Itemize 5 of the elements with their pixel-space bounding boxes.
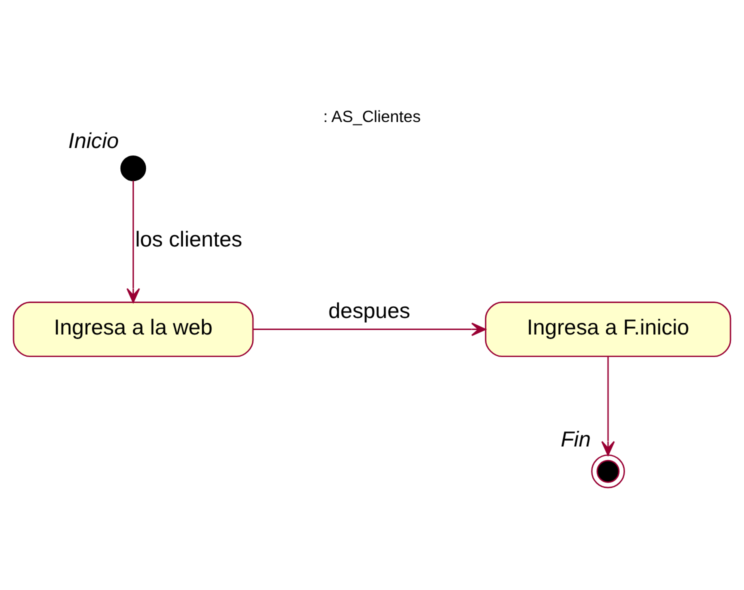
- node-label: Inicio: [68, 127, 119, 152]
- edge-label: los clientes: [135, 226, 242, 252]
- diagram-title: : AS_Clientes: [323, 107, 421, 126]
- edge-label: despues: [328, 298, 410, 323]
- node-label: Fin: [560, 426, 591, 452]
